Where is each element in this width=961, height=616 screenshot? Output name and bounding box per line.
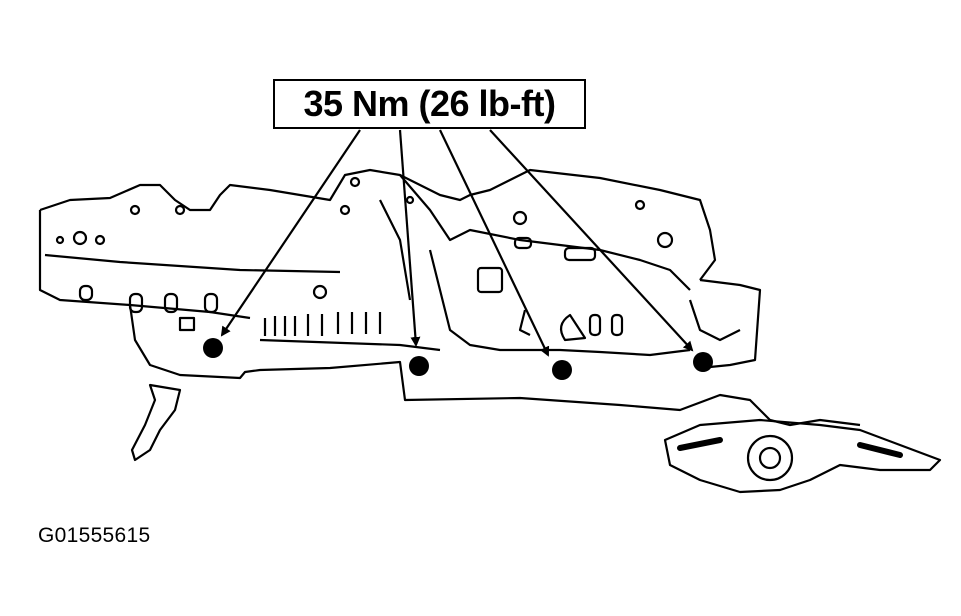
figure-id: G01555615 <box>38 524 151 547</box>
nut-1 <box>203 338 223 358</box>
torque-value: 35 Nm (26 lb-ft) <box>303 83 556 124</box>
nut-3 <box>552 360 572 380</box>
torque-callout: 35 Nm (26 lb-ft) <box>273 79 586 129</box>
bracket-outline <box>38 168 942 494</box>
fasteners <box>203 338 713 380</box>
nut-2 <box>409 356 429 376</box>
nut-4 <box>693 352 713 372</box>
leader-arrow-1 <box>220 129 361 337</box>
leader-arrow-2 <box>398 129 421 347</box>
leader-arrow-4 <box>489 129 694 352</box>
leader-arrow-3 <box>439 129 550 357</box>
leader-arrows <box>220 129 694 357</box>
